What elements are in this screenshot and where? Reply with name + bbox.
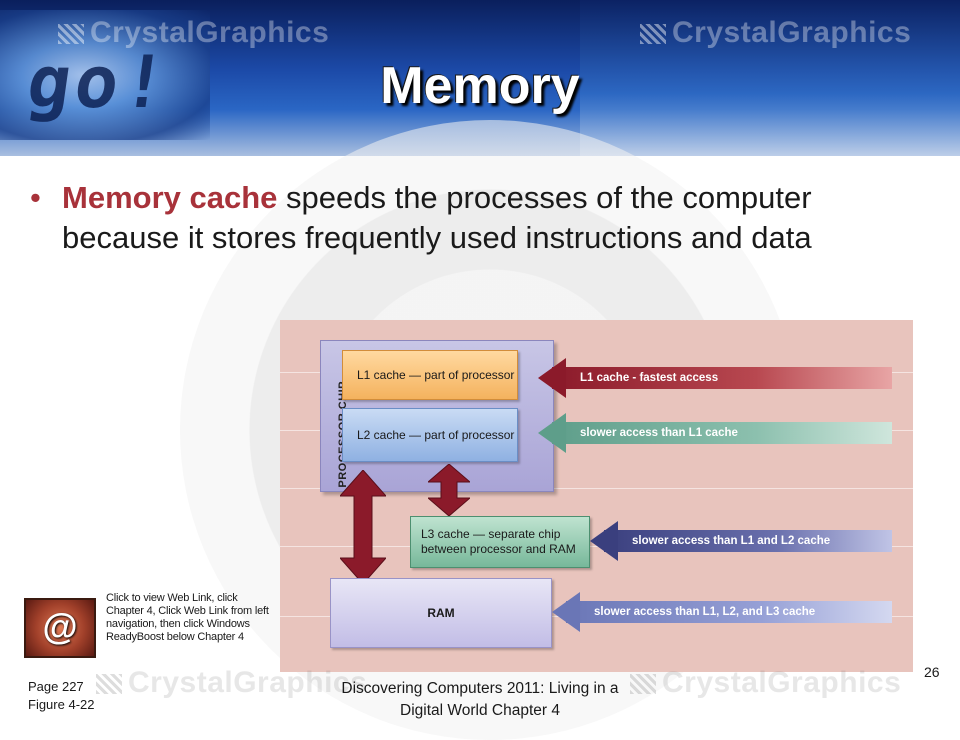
ram-box: RAM	[330, 578, 552, 648]
figure-number-ref: Figure 4-22	[28, 697, 95, 712]
watermark-top-right: CrystalGraphics	[640, 16, 911, 50]
watermark-logo-icon	[640, 24, 666, 44]
memory-cache-figure: PROCESSOR CHIP L1 cache — part of proces…	[280, 320, 913, 672]
l2-access-arrow: slower access than L1 cache	[538, 413, 892, 453]
l1-access-label: L1 cache - fastest access	[580, 372, 719, 384]
l2-cache-box: L2 cache — part of processor	[342, 408, 518, 462]
l1-cache-box: L1 cache — part of processor	[342, 350, 518, 400]
bullet-dot-icon: •	[30, 180, 41, 215]
header-banner: go! CrystalGraphics CrystalGraphics	[0, 0, 960, 156]
figure-line	[280, 488, 913, 489]
l3-access-label: slower access than L1 and L2 cache	[632, 535, 831, 547]
arrow-head-icon	[538, 413, 566, 453]
chip-ram-double-arrow-icon	[340, 470, 386, 584]
watermark-logo-icon	[96, 674, 122, 694]
chip-l3-double-arrow-icon	[428, 464, 470, 516]
bullet-text: Memory cache speeds the processes of the…	[62, 178, 902, 258]
arrow-head-icon	[590, 521, 618, 561]
bullet-body: speeds the processes of the computer bec…	[62, 180, 812, 255]
watermark-top-left: CrystalGraphics	[58, 16, 329, 50]
l1-access-arrow: L1 cache - fastest access	[538, 358, 892, 398]
header-art-right	[580, 0, 960, 156]
web-link-button[interactable]: @	[24, 598, 96, 658]
ram-access-arrow: slower access than L1, L2, and L3 cache	[552, 592, 892, 632]
footer-line-1: Discovering Computers 2011: Living in a	[341, 680, 619, 697]
watermark-bottom-left: CrystalGraphics	[96, 666, 367, 700]
bullet-keyword: Memory cache	[62, 180, 278, 215]
l3-access-arrow: slower access than L1 and L2 cache	[590, 521, 892, 561]
slide-title: Memory	[380, 57, 580, 115]
slide-number: 26	[924, 664, 940, 680]
watermark-logo-icon	[58, 24, 84, 44]
arrow-head-icon	[538, 358, 566, 398]
l3-cache-box: L3 cache — separate chip between process…	[410, 516, 590, 568]
page-number-ref: Page 227	[28, 679, 84, 694]
page-reference: Page 227 Figure 4-22	[28, 678, 94, 714]
at-sign-icon: @	[42, 606, 78, 647]
footer-title: Discovering Computers 2011: Living in a …	[300, 678, 660, 722]
ram-access-label: slower access than L1, L2, and L3 cache	[594, 606, 816, 618]
header-art	[0, 10, 210, 140]
watermark-logo-icon	[630, 674, 656, 694]
l2-access-label: slower access than L1 cache	[580, 427, 738, 439]
watermark-bottom-right: CrystalGraphics	[630, 666, 901, 700]
arrow-head-icon	[552, 592, 580, 632]
web-link-instructions: Click to view Web Link, click Chapter 4,…	[106, 592, 269, 643]
footer-line-2: Digital World Chapter 4	[400, 702, 560, 719]
